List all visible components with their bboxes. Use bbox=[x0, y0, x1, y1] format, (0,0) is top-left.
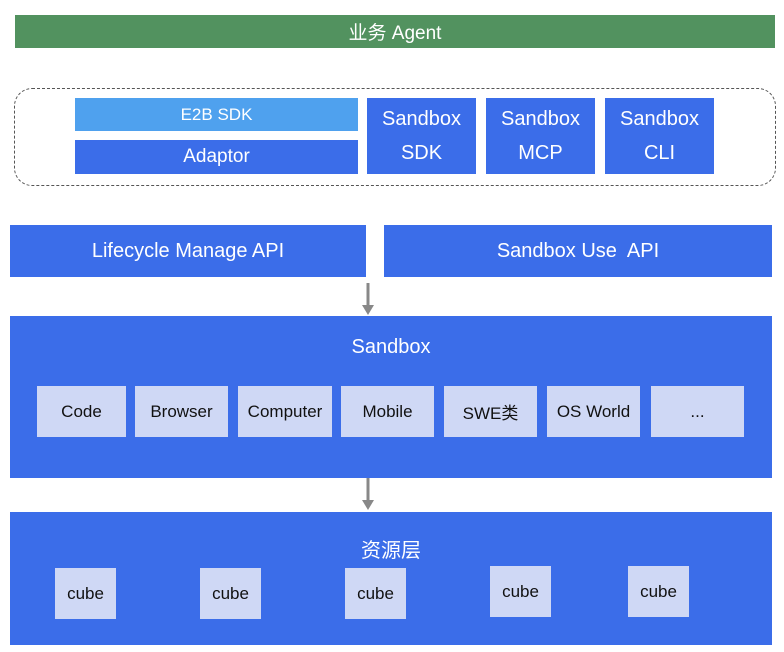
sandbox-title: Sandbox bbox=[351, 336, 431, 358]
e2b-sdk-label: E2B SDK bbox=[180, 104, 253, 124]
lifecycle-api-box: Lifecycle Manage API bbox=[10, 225, 366, 277]
cube-box: cube bbox=[200, 568, 261, 619]
cube-label: cube bbox=[502, 581, 539, 601]
sdk-group-container bbox=[14, 88, 776, 186]
sandbox-item-label: SWE类 bbox=[462, 404, 519, 423]
e2b-sdk-box: E2B SDK bbox=[75, 98, 358, 131]
arrow-down-icon bbox=[362, 283, 374, 315]
sandbox-mcp-line2: MCP bbox=[518, 142, 563, 164]
sandbox-item-label: Computer bbox=[247, 401, 323, 421]
sandbox-cli-box: Sandbox CLI bbox=[605, 98, 714, 174]
resource-title: 资源层 bbox=[361, 540, 421, 562]
sandbox-item-mobile: Mobile bbox=[341, 386, 434, 437]
sandbox-item-label: OS World bbox=[556, 401, 631, 421]
arrow-down-icon bbox=[362, 478, 374, 510]
cube-box: cube bbox=[55, 568, 116, 619]
cube-label: cube bbox=[67, 583, 104, 603]
sandbox-item-label: Browser bbox=[150, 401, 213, 421]
cube-label: cube bbox=[357, 583, 394, 603]
sandbox-item-os-world: OS World bbox=[547, 386, 640, 437]
sandbox-sdk-line2: SDK bbox=[400, 142, 443, 164]
cube-label: cube bbox=[212, 583, 249, 603]
sandbox-mcp-line1: Sandbox bbox=[501, 108, 580, 130]
cube-box: cube bbox=[628, 566, 689, 617]
cube-box: cube bbox=[345, 568, 406, 619]
cube-box: cube bbox=[490, 566, 551, 617]
sandbox-sdk-box: Sandbox SDK bbox=[367, 98, 476, 174]
sandbox-item-more: ... bbox=[651, 386, 744, 437]
sandbox-item-code: Code bbox=[37, 386, 126, 437]
sandbox-item-label: Mobile bbox=[362, 401, 413, 421]
sandbox-item-browser: Browser bbox=[135, 386, 228, 437]
lifecycle-api-label: Lifecycle Manage API bbox=[91, 239, 285, 262]
sandbox-item-swe: SWE类 bbox=[444, 386, 537, 437]
sandbox-item-computer: Computer bbox=[238, 386, 332, 437]
sandbox-cli-line1: Sandbox bbox=[620, 108, 699, 130]
agent-bar: 业务 Agent bbox=[15, 15, 775, 48]
sandbox-cli-line2: CLI bbox=[643, 142, 676, 164]
cube-label: cube bbox=[640, 581, 677, 601]
sandbox-item-label: ... bbox=[690, 401, 705, 421]
adaptor-box: Adaptor bbox=[75, 140, 358, 174]
sandbox-item-label: Code bbox=[61, 401, 102, 421]
sandbox-use-api-box: Sandbox Use API bbox=[384, 225, 772, 277]
adaptor-label: Adaptor bbox=[183, 146, 250, 167]
sandbox-sdk-line1: Sandbox bbox=[382, 108, 461, 130]
sandbox-use-api-label: Sandbox Use API bbox=[496, 239, 660, 262]
sandbox-mcp-box: Sandbox MCP bbox=[486, 98, 595, 174]
agent-label: 业务 Agent bbox=[348, 23, 442, 44]
